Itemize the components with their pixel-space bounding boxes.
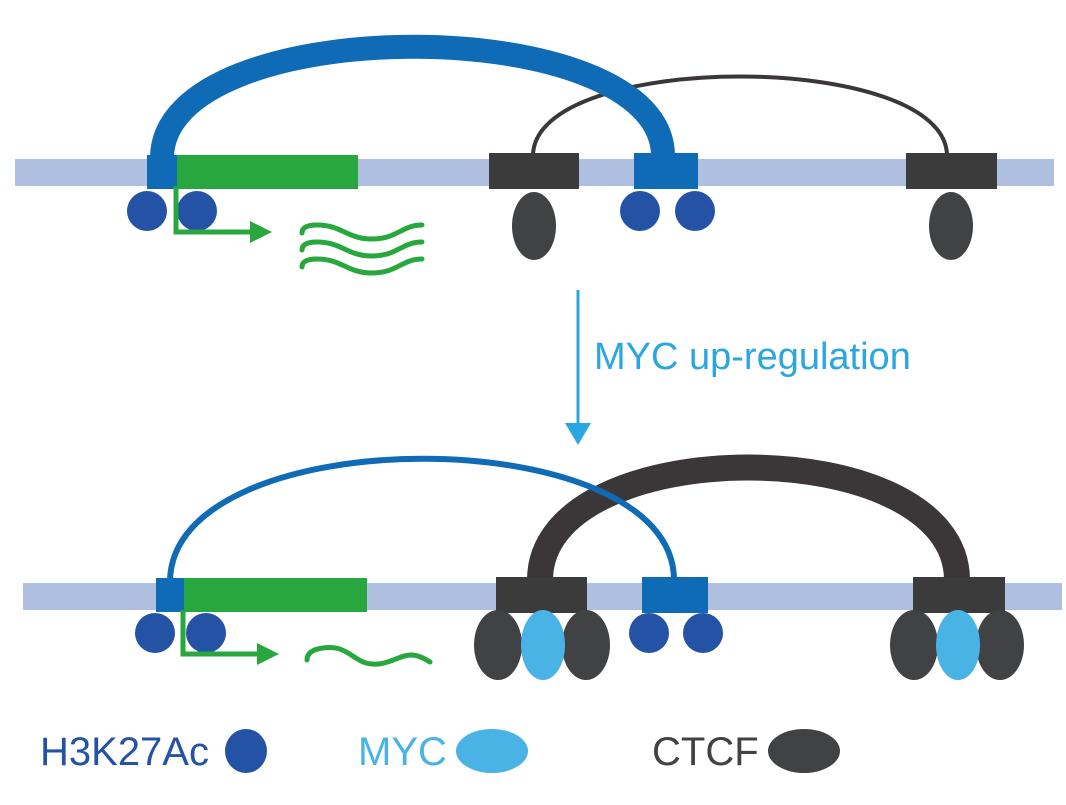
- h3k27ac-mark: [127, 191, 167, 231]
- h3k27ac-mark: [683, 613, 723, 653]
- enhancer-promoter-loop: [167, 455, 677, 583]
- promoter-anchor: [147, 155, 177, 189]
- gene-body: [182, 578, 367, 612]
- transcription-start-arrow: [180, 610, 259, 657]
- enhancer-anchor: [634, 153, 698, 189]
- promoter-anchor: [156, 578, 184, 612]
- ctcf-loop: [527, 454, 970, 581]
- enhancer-promoter-loop: [150, 34, 675, 160]
- ctcf-anchor: [489, 153, 579, 189]
- ctcf-protein: [562, 610, 610, 680]
- h3k27ac-mark: [620, 191, 660, 231]
- myc-protein: [521, 610, 565, 680]
- legend-label-ctcf: CTCF: [652, 730, 759, 774]
- legend-label-h3k27ac: H3K27Ac: [40, 730, 209, 774]
- ctcf-protein: [474, 610, 522, 680]
- ctcf-anchor: [906, 153, 997, 189]
- h3k27ac-mark: [186, 613, 226, 653]
- down-arrowhead: [565, 423, 591, 445]
- h3k27ac-marker: [225, 729, 267, 773]
- transition: MYC up-regulation: [565, 290, 911, 445]
- transcripts-high: [299, 222, 425, 276]
- transcription-start-arrow: [173, 186, 252, 235]
- gene-body: [175, 155, 358, 189]
- transition-label: MYC up-regulation: [594, 336, 911, 378]
- h3k27ac-mark: [135, 613, 175, 653]
- transcription-arrowhead: [250, 221, 272, 243]
- h3k27ac-mark: [675, 191, 715, 231]
- ctcf-marker: [768, 729, 840, 773]
- ctcf-protein: [512, 192, 556, 260]
- ctcf-protein: [890, 610, 938, 680]
- h3k27ac-mark: [629, 613, 669, 653]
- ctcf-anchor: [496, 577, 587, 613]
- panel-before: [15, 34, 1054, 276]
- ctcf-anchor: [913, 577, 1005, 613]
- panel-after: [23, 454, 1062, 680]
- h3k27ac-mark: [177, 191, 217, 231]
- myc-protein: [936, 610, 980, 680]
- ctcf-loop: [531, 74, 949, 157]
- legend-label-myc: MYC: [358, 730, 447, 774]
- ctcf-protein: [929, 192, 973, 260]
- legend: H3K27Ac MYC CTCF: [40, 729, 840, 774]
- transcription-arrowhead: [257, 643, 279, 665]
- myc-marker: [456, 729, 528, 773]
- enhancer-anchor: [642, 577, 708, 613]
- transcript-low: [304, 645, 433, 667]
- ctcf-protein: [976, 610, 1024, 680]
